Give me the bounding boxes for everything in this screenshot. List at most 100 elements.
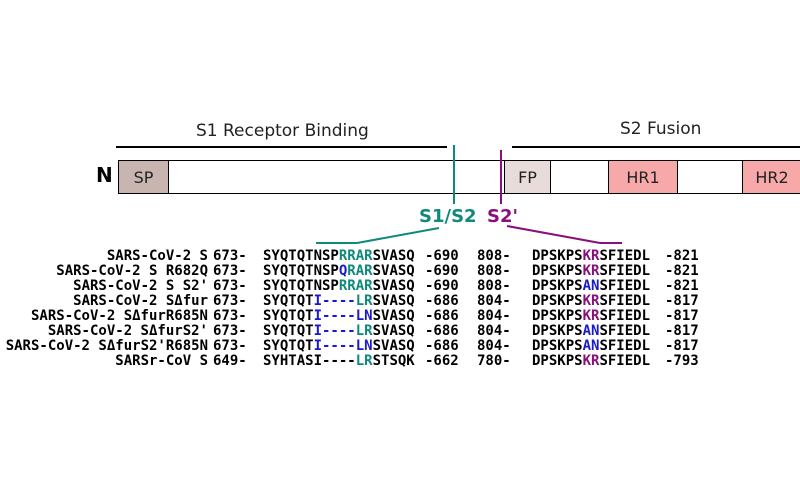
start-position-s2prime: 804- <box>477 338 511 354</box>
residue-segment: STSQK <box>372 353 415 369</box>
start-position-s1s2: 673- <box>213 338 247 354</box>
start1-column: 673-673-673-673-673-673-673-649- <box>213 249 247 369</box>
residue-segment: LR <box>355 353 373 369</box>
domain-hr2: HR2 <box>742 160 800 194</box>
s1-receptor-binding-label: S1 Receptor Binding <box>196 121 369 141</box>
s2prime-site-label: S2' <box>487 206 518 227</box>
s1-bracket-line <box>116 146 447 148</box>
sequence-s1s2-region: SYQTQTNSPQRARSVASQ <box>263 264 415 279</box>
n-terminus-label: N <box>96 163 113 187</box>
start-position-s2prime: 804- <box>477 323 511 339</box>
start-position-s2prime: 804- <box>477 308 511 324</box>
variant-name: SARS-CoV-2 SΔfurR685N <box>30 308 208 324</box>
residue-segment: SYHTASI <box>263 353 323 369</box>
variant-name: SARS-CoV-2 S <box>106 248 208 264</box>
residue-segment: SFIEDL <box>599 263 651 279</box>
residue-segment: SFIEDL <box>599 308 651 324</box>
residue-segment: SYQTQTNSP <box>263 248 339 264</box>
residue-segment: SVASQ <box>372 278 415 294</box>
sequence-s1s2-region: SYQTQTI----LRSVASQ <box>263 324 415 339</box>
residue-segment: SFIEDL <box>599 293 651 309</box>
end-position-s2prime: -821 <box>665 263 699 279</box>
residue-segment: DPSKPS <box>532 308 583 324</box>
sequence-s2prime-region: DPSKPSKRSFIEDL <box>532 264 650 279</box>
sequence-s2prime-region: DPSKPSKRSFIEDL <box>532 309 650 324</box>
residue-segment: LR <box>355 323 373 339</box>
residue-segment: ---- <box>322 353 356 369</box>
start-position-s1s2: 649- <box>213 353 247 369</box>
residue-segment: KR <box>582 353 600 369</box>
residue-segment: DPSKPS <box>532 293 583 309</box>
sequence-s1s2-region: SYHTASI----LRSTSQK <box>263 354 415 369</box>
residue-segment: LN <box>355 308 373 324</box>
end-position-s1s2: -662 <box>425 353 459 369</box>
sequence-s2prime-region: DPSKPSANSFIEDL <box>532 279 650 294</box>
residue-segment: KR <box>582 263 600 279</box>
s2-fusion-label: S2 Fusion <box>620 119 702 139</box>
sequence-s1s2-region: SYQTQTNSPRRARSVASQ <box>263 279 415 294</box>
residue-segment: DPSKPS <box>532 323 583 339</box>
variant-name: SARS-CoV-2 S R682Q <box>56 263 208 279</box>
residue-segment: RAR <box>347 263 373 279</box>
end-position-s1s2: -690 <box>425 263 459 279</box>
residue-segment: SVASQ <box>372 338 415 354</box>
domain-sp: SP <box>118 160 169 194</box>
residue-segment: AN <box>582 338 600 354</box>
residue-segment: SVASQ <box>372 308 415 324</box>
variant-name: SARS-CoV-2 SΔfurS2'R685N <box>5 338 208 354</box>
variant-name: SARSr-CoV S <box>115 353 208 369</box>
residue-segment: RRAR <box>338 278 373 294</box>
sequence-s1s2-region: SYQTQTI----LNSVASQ <box>263 309 415 324</box>
residue-segment: I---- <box>313 338 356 354</box>
residue-segment: SVASQ <box>372 263 415 279</box>
end-position-s1s2: -690 <box>425 248 459 264</box>
end-position-s2prime: -821 <box>665 248 699 264</box>
sequence-s2prime-region: DPSKPSKRSFIEDL <box>532 294 650 309</box>
sequence-s2prime-region: DPSKPSKRSFIEDL <box>532 249 650 264</box>
variant-name: SARS-CoV-2 SΔfurS2' <box>47 323 208 339</box>
residue-segment: LN <box>355 338 373 354</box>
end-position-s1s2: -686 <box>425 338 459 354</box>
end-position-s2prime: -793 <box>665 353 699 369</box>
residue-segment: SYQTQT <box>263 323 314 339</box>
start-position-s2prime: 808- <box>477 248 511 264</box>
residue-segment: SVASQ <box>372 293 415 309</box>
end1-column: -690-690-690-686-686-686-686-662 <box>425 249 459 369</box>
start-position-s2prime: 808- <box>477 263 511 279</box>
residue-segment: SYQTQTNSP <box>263 263 339 279</box>
domain-hr1: HR1 <box>608 160 678 194</box>
residue-segment: DPSKPS <box>532 353 583 369</box>
residue-segment: AN <box>582 323 600 339</box>
s2prime-leader-line <box>506 225 601 244</box>
sequence-s2prime-region: DPSKPSANSFIEDL <box>532 339 650 354</box>
end-position-s2prime: -821 <box>665 278 699 294</box>
sequence-s2prime-region: DPSKPSKRSFIEDL <box>532 354 650 369</box>
start-position-s1s2: 673- <box>213 308 247 324</box>
residue-segment: DPSKPS <box>532 248 583 264</box>
residue-segment: LR <box>355 293 373 309</box>
start-position-s1s2: 673- <box>213 263 247 279</box>
residue-segment: DPSKPS <box>532 278 583 294</box>
end-position-s1s2: -686 <box>425 308 459 324</box>
residue-segment: KR <box>582 248 600 264</box>
residue-segment: DPSKPS <box>532 263 583 279</box>
start-position-s1s2: 673- <box>213 323 247 339</box>
residue-segment: SFIEDL <box>599 338 651 354</box>
residue-segment: SFIEDL <box>599 353 651 369</box>
s1s2-site-label: S1/S2 <box>419 206 477 227</box>
residue-segment: KR <box>582 308 600 324</box>
variant-name: SARS-CoV-2 SΔfur <box>73 293 208 309</box>
start-position-s1s2: 673- <box>213 278 247 294</box>
end-position-s1s2: -686 <box>425 293 459 309</box>
residue-segment: SYQTQT <box>263 293 314 309</box>
residue-segment: SFIEDL <box>599 323 651 339</box>
sequence-s1s2-region: SYQTQTI----LNSVASQ <box>263 339 415 354</box>
residue-segment: SYQTQT <box>263 308 314 324</box>
end-position-s2prime: -817 <box>665 308 699 324</box>
start-position-s1s2: 673- <box>213 293 247 309</box>
start-position-s2prime: 780- <box>477 353 511 369</box>
